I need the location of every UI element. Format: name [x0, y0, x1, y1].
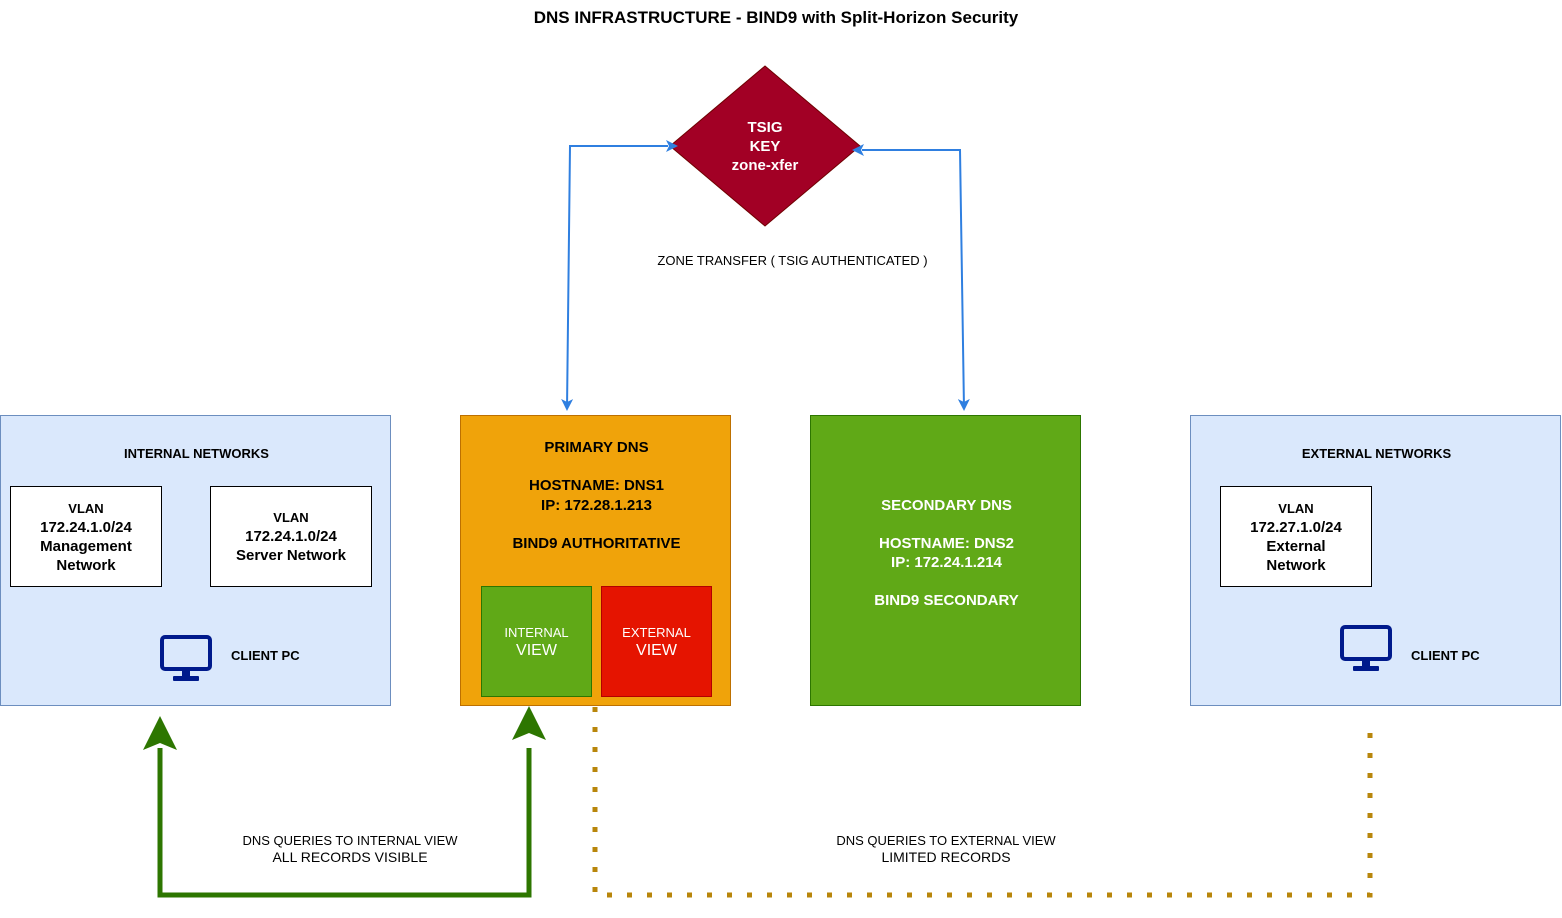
tsig-line3: zone-xfer: [731, 156, 799, 174]
vlan-ext-line1: VLAN: [1278, 500, 1314, 516]
internal-queries-line2: ALL RECORDS VISIBLE: [272, 849, 428, 865]
tsig-key-diamond: [669, 65, 861, 227]
zone-transfer-label: ZONE TRANSFER ( TSIG AUTHENTICATED ): [600, 252, 985, 269]
external-client-label: CLIENT PC: [1411, 648, 1480, 663]
internal-query-path: [157, 748, 532, 898]
external-networks-panel: EXTERNAL NETWORKS VLAN 172.27.1.0/24 Ext…: [1190, 415, 1561, 706]
vlan-mgmt-line1: VLAN: [68, 500, 104, 516]
internal-query-arrowhead-client: [143, 716, 177, 750]
external-view-box: EXTERNAL VIEW: [601, 586, 712, 697]
vlan-ext-line4: Network: [1266, 556, 1326, 574]
secondary-dns-ip: IP: 172.24.1.214: [891, 554, 1002, 571]
zone-transfer-arrow-primary: [561, 140, 678, 411]
vlan-server-line1: VLAN: [273, 510, 309, 525]
internal-view-line1: INTERNAL: [504, 624, 569, 640]
vlan-mgmt-line3: Management: [40, 537, 132, 555]
primary-dns-title: PRIMARY DNS: [544, 439, 649, 456]
tsig-line2: KEY: [749, 137, 781, 155]
secondary-dns-hostname: HOSTNAME: DNS2: [878, 535, 1014, 552]
secondary-dns-box: SECONDARY DNS HOSTNAME: DNS2 IP: 172.24.…: [810, 415, 1081, 706]
vlan-server-line3: Server Network: [235, 547, 347, 564]
vlan-management-box: VLAN 172.24.1.0/24 Management Network: [10, 486, 162, 587]
zone-transfer-label-text: ZONE TRANSFER ( TSIG AUTHENTICATED ): [657, 253, 928, 268]
vlan-external-box: VLAN 172.27.1.0/24 External Network: [1220, 486, 1372, 587]
external-queries-label: DNS QUERIES TO EXTERNAL VIEW LIMITED REC…: [796, 832, 1096, 866]
internal-queries-label: DNS QUERIES TO INTERNAL VIEW ALL RECORDS…: [200, 832, 500, 866]
zone-transfer-arrow-secondary: [852, 144, 970, 411]
monitor-icon: [160, 635, 212, 681]
internal-networks-title: INTERNAL NETWORKS: [124, 446, 269, 461]
vlan-server-line2: 172.24.1.0/24: [245, 528, 337, 545]
vlan-mgmt-line2: 172.24.1.0/24: [40, 518, 132, 536]
monitor-icon: [1340, 625, 1392, 671]
primary-dns-box: PRIMARY DNS HOSTNAME: DNS1 IP: 172.28.1.…: [460, 415, 731, 706]
internal-view-box: INTERNAL VIEW: [481, 586, 592, 697]
internal-queries-line1: DNS QUERIES TO INTERNAL VIEW: [242, 833, 458, 848]
primary-dns-hostname: HOSTNAME: DNS1: [528, 477, 664, 494]
internal-client-label: CLIENT PC: [231, 648, 300, 663]
internal-networks-panel: INTERNAL NETWORKS VLAN 172.24.1.0/24 Man…: [0, 415, 391, 706]
tsig-line1: TSIG: [747, 118, 783, 136]
external-queries-line1: DNS QUERIES TO EXTERNAL VIEW: [836, 833, 1056, 848]
vlan-mgmt-line4: Network: [56, 556, 116, 574]
vlan-ext-line2: 172.27.1.0/24: [1250, 518, 1342, 536]
external-networks-title: EXTERNAL NETWORKS: [1301, 446, 1452, 461]
vlan-server-box: VLAN 172.24.1.0/24 Server Network: [210, 486, 372, 587]
external-query-path: [592, 707, 1373, 898]
vlan-ext-line3: External: [1266, 537, 1326, 555]
primary-dns-ip: IP: 172.28.1.213: [541, 497, 652, 514]
external-queries-line2: LIMITED RECORDS: [881, 849, 1011, 865]
external-view-line2: VIEW: [636, 641, 677, 659]
external-view-line1: EXTERNAL: [622, 624, 691, 640]
internal-view-line2: VIEW: [516, 641, 557, 659]
diagram-title: DNS INFRASTRUCTURE - BIND9 with Split-Ho…: [533, 8, 1019, 27]
secondary-dns-title: SECONDARY DNS: [881, 497, 1012, 514]
primary-dns-role: BIND9 AUTHORITATIVE: [512, 535, 681, 552]
tsig-key-label: TSIG KEY zone-xfer: [705, 116, 825, 176]
secondary-dns-role: BIND9 SECONDARY: [874, 592, 1019, 609]
internal-query-arrowhead-primary: [512, 706, 546, 740]
